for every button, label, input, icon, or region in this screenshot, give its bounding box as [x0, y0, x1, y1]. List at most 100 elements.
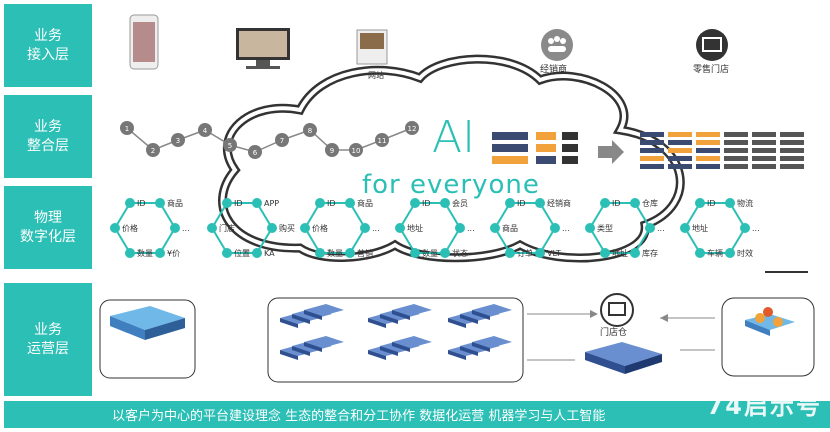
hex-label: 商品	[357, 198, 373, 208]
table-cell	[724, 164, 748, 169]
hex-label: ID	[707, 199, 716, 208]
table-cell	[752, 164, 776, 169]
integration-step: 2	[146, 143, 160, 157]
phone-icon	[129, 14, 159, 70]
table-cell	[752, 132, 776, 137]
hex-label: 商品	[502, 223, 518, 233]
watermark: 74启示号	[706, 392, 822, 420]
hex-label: ID	[517, 199, 526, 208]
table-cell	[752, 148, 776, 153]
hex-label: 地址	[407, 223, 423, 233]
integration-step: 11	[375, 133, 389, 147]
svg-text:5: 5	[228, 142, 232, 150]
table-cell	[724, 140, 748, 145]
hex-label: ...	[562, 224, 570, 233]
integration-chain	[126, 127, 413, 153]
svg-text:12: 12	[408, 125, 417, 133]
hex-label: 门店	[219, 223, 235, 233]
hex-label: ID	[327, 199, 336, 208]
data-table-small	[492, 132, 578, 164]
table-cell	[668, 156, 692, 161]
hex-label: 仓库	[642, 198, 658, 208]
arrow-right-icon	[598, 140, 624, 164]
store-label: 零售门店	[693, 63, 729, 75]
integration-step: 7	[275, 133, 289, 147]
hex-label: 价格	[312, 223, 328, 233]
table-cell	[752, 156, 776, 161]
customers-icon	[745, 307, 795, 336]
dealer-icon	[541, 29, 573, 61]
hex-label: 商品	[167, 198, 183, 208]
hex-label: VLT	[547, 249, 561, 258]
hex-label: ID	[234, 199, 243, 208]
integration-step: 5	[223, 138, 237, 152]
table-cell	[752, 140, 776, 145]
table-cell	[640, 164, 664, 169]
hex-label: 购买	[279, 223, 295, 233]
hex-label: 订单	[517, 248, 533, 258]
server-icon	[368, 304, 432, 328]
integration-step: 1	[120, 121, 134, 135]
hex-label: 价格	[122, 223, 138, 233]
table-cell	[696, 132, 720, 137]
footer-text: 以客户为中心的平台建设理念 生态的整合和分工协作 数据化运营 机器学习与人工智能	[112, 409, 606, 424]
hex-label: 数量	[422, 248, 438, 258]
hex-label: 地址	[692, 223, 708, 233]
box-warehouse	[99, 299, 196, 379]
hex-label: 类型	[597, 223, 613, 233]
hex-label: 数量	[137, 248, 153, 258]
box-customers	[721, 297, 815, 377]
svg-text:7: 7	[280, 137, 284, 145]
svg-text:11: 11	[378, 137, 387, 145]
hex-label: 时效	[737, 248, 753, 258]
server-icon	[448, 304, 512, 328]
layer-business-operation: 业务 运营层	[4, 283, 92, 396]
server-icon	[280, 336, 344, 360]
server-rack-icon	[585, 342, 662, 374]
server-icons	[280, 304, 512, 360]
desktop-icon	[236, 28, 290, 69]
hex-label: 会员	[452, 198, 468, 208]
integration-step: 12	[405, 121, 419, 135]
integration-step: 10	[349, 143, 363, 157]
table-cell	[640, 140, 664, 145]
svg-text:2: 2	[151, 147, 155, 155]
svg-text:8: 8	[308, 127, 312, 135]
hex-label: ...	[752, 224, 760, 233]
hex-label: ID	[137, 199, 146, 208]
box-servers	[267, 297, 524, 383]
hex-label: ...	[467, 224, 475, 233]
table-cell	[780, 156, 804, 161]
integration-step: 8	[303, 123, 317, 137]
hex-label: 车辆	[707, 248, 723, 258]
hex-label: 营销	[357, 248, 373, 258]
hex-label: 地址	[612, 248, 628, 258]
hex-label: ID	[422, 199, 431, 208]
svg-text:10: 10	[352, 147, 361, 155]
table-cell	[696, 164, 720, 169]
store-icon	[696, 29, 728, 61]
integration-step: 9	[325, 143, 339, 157]
svg-text:1: 1	[125, 125, 129, 133]
table-cell	[640, 132, 664, 137]
hex-label: ID	[612, 199, 621, 208]
layer-business-access: 业务 接入层	[4, 4, 92, 87]
hex-label: ¥价	[167, 249, 180, 258]
svg-text:3: 3	[176, 137, 180, 145]
footer-banner: 以客户为中心的平台建设理念 生态的整合和分工协作 数据化运营 机器学习与人工智能	[4, 401, 830, 428]
table-cell	[780, 164, 804, 169]
table-cell	[668, 148, 692, 153]
integration-step: 6	[248, 145, 262, 159]
table-cell	[668, 132, 692, 137]
table-cell	[780, 132, 804, 137]
hex-label: 库存	[642, 248, 658, 258]
hex-label: KA	[264, 249, 275, 258]
table-cell	[696, 156, 720, 161]
